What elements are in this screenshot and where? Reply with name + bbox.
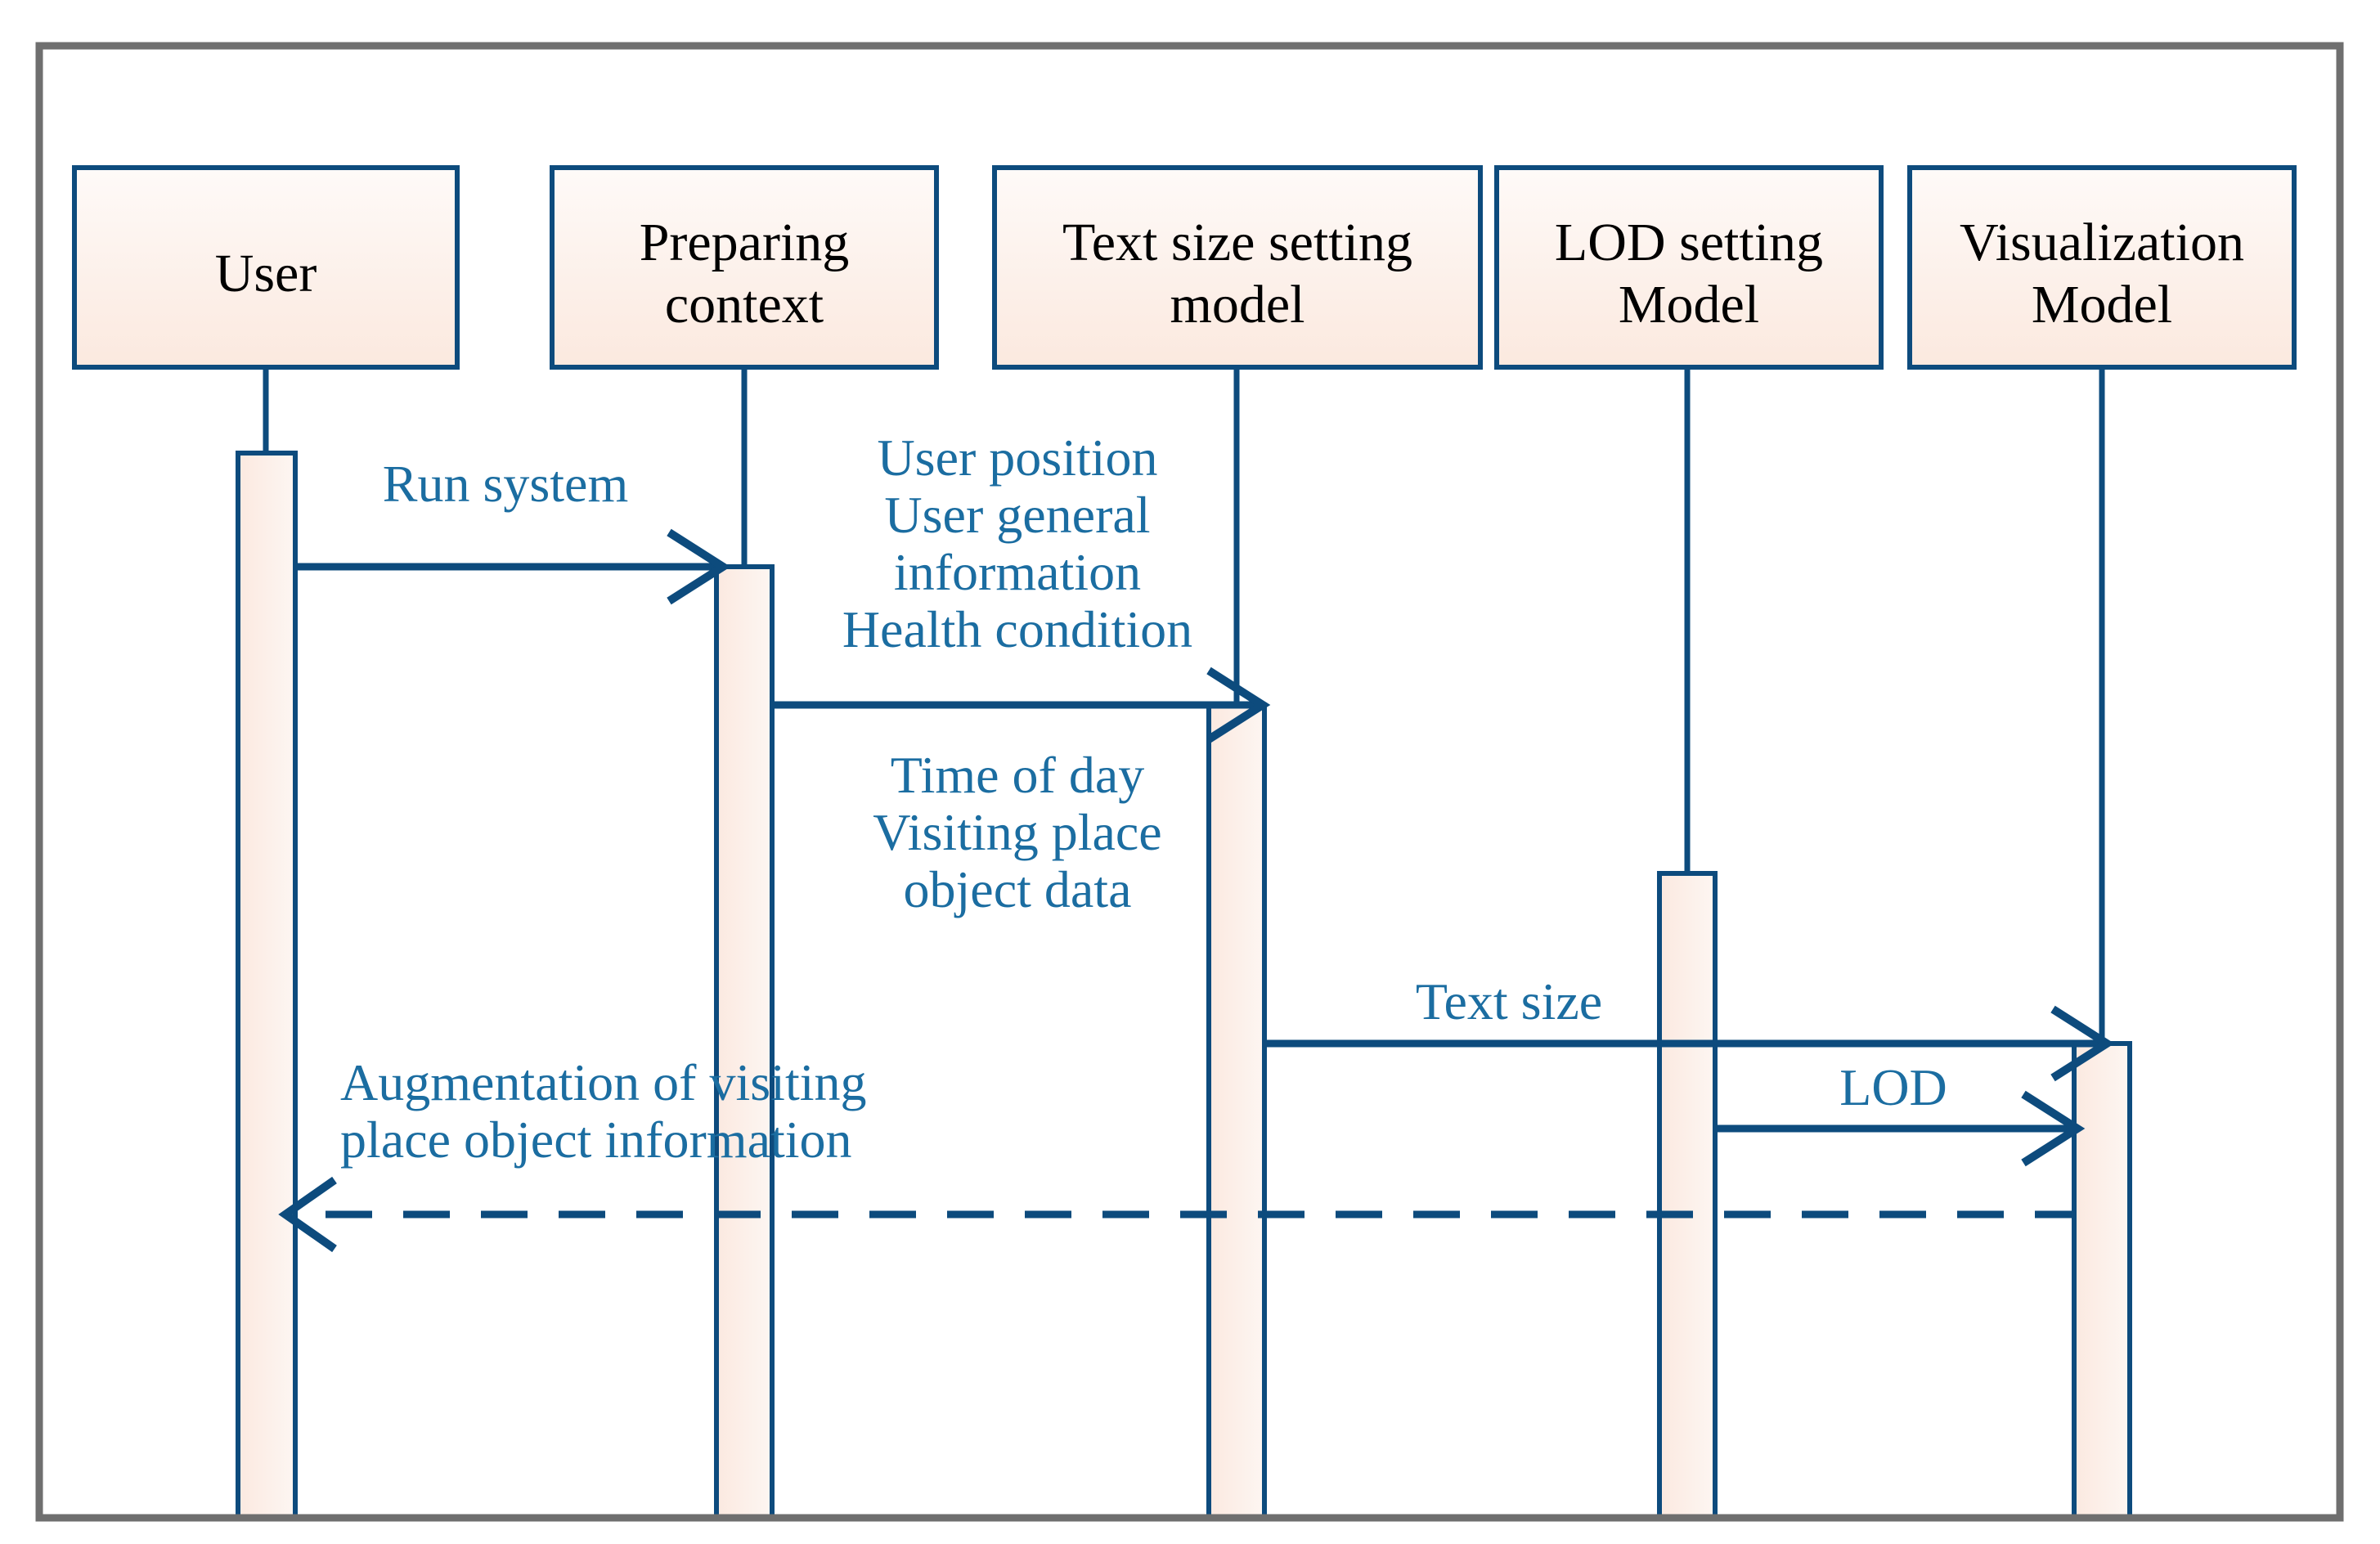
actor-box-lod-setting-model: LOD setting Model xyxy=(1494,165,1884,370)
activation-bar-text-size-setting-model xyxy=(1206,702,1267,1520)
message-arrow-context-data xyxy=(772,667,1271,743)
actor-box-preparing-context: Preparing context xyxy=(550,165,939,370)
message-label-context-data-lower: Time of day Visiting place object data xyxy=(873,746,1162,918)
arrowhead-right-icon xyxy=(1206,667,1271,743)
message-label-text-size: Text size xyxy=(1415,972,1603,1030)
activation-bar-lod-setting-model xyxy=(1657,871,1718,1520)
arrowhead-left-icon xyxy=(278,1176,337,1253)
message-label-augmentation: Augmentation of visiting place object in… xyxy=(340,1053,867,1169)
activation-bar-preparing-context xyxy=(714,564,775,1520)
actor-box-text-size-setting-model: Text size setting model xyxy=(992,165,1483,370)
message-arrow-text-size xyxy=(1264,1005,2115,1082)
activation-bar-user xyxy=(236,451,298,1520)
message-arrow-augmentation-dashed xyxy=(278,1176,2074,1253)
arrowhead-right-icon xyxy=(2021,1090,2086,1167)
actor-box-user: User xyxy=(72,165,460,370)
activation-bar-visualization-model xyxy=(2072,1041,2132,1520)
message-label-context-data-upper: User position User general information H… xyxy=(842,429,1193,658)
message-label-lod: LOD xyxy=(1839,1058,1947,1116)
actor-box-visualization-model: Visualization Model xyxy=(1907,165,2297,370)
arrowhead-right-icon xyxy=(2050,1005,2115,1082)
message-arrow-run-system xyxy=(295,528,731,605)
message-arrow-lod xyxy=(1715,1090,2086,1167)
message-label-run-system: Run system xyxy=(382,455,629,513)
arrowhead-right-icon xyxy=(667,528,731,605)
diagram-outer-frame xyxy=(35,42,2344,1522)
